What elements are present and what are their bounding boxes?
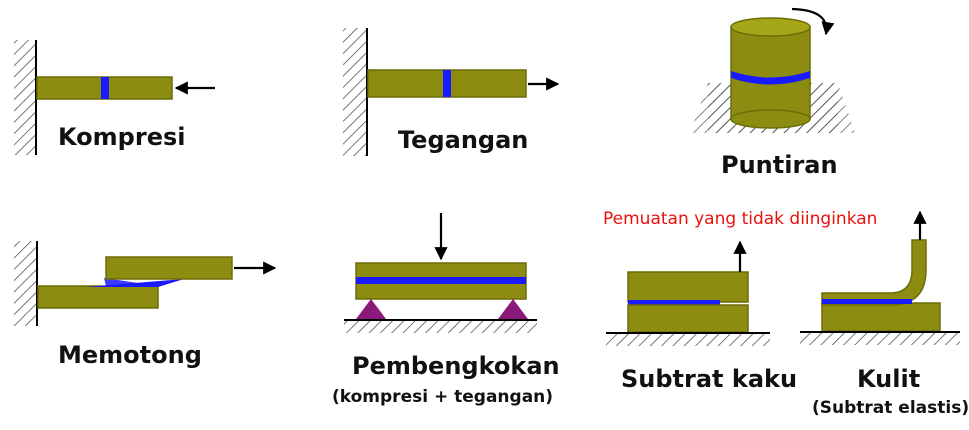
tension-adhesive <box>443 70 451 97</box>
shear-lean <box>104 278 158 286</box>
torsion-illustration <box>690 7 855 133</box>
skin-note: (Subtrat elastis) <box>812 398 969 418</box>
compression-adhesive <box>101 77 109 99</box>
hatched-wall-icon <box>343 28 368 156</box>
hatched-ground-icon <box>800 331 960 345</box>
triangle-support-icon <box>498 299 528 319</box>
rigid-adhesive <box>628 300 720 305</box>
rigid-substrate-label: Subtrat kaku <box>621 365 798 393</box>
torsion-cylinder-top <box>730 17 811 37</box>
hatched-wall-icon <box>14 40 37 155</box>
rigid-upper-block <box>627 271 749 303</box>
hatched-ground-icon <box>344 319 537 333</box>
bending-note: (kompresi + tegangan) <box>332 387 554 407</box>
triangle-support-icon <box>356 299 386 319</box>
skin-adhesive <box>822 299 912 304</box>
bending-illustration <box>344 213 537 333</box>
bending-adhesive <box>356 277 526 284</box>
shear-label: Memotong <box>58 341 202 369</box>
shear-upper-block <box>105 256 233 280</box>
skin-peeled-layer <box>821 239 927 306</box>
torsion-cylinder-body <box>730 26 811 120</box>
skin-lower-block <box>821 302 941 332</box>
torsion-cylinder-bottom <box>730 109 811 129</box>
shear-lower-block <box>37 285 159 309</box>
tension-label: Tegangan <box>398 126 529 154</box>
rigid-lower-block <box>627 304 749 333</box>
shear-illustration <box>14 241 277 326</box>
rigid-substrate-illustration <box>606 240 770 346</box>
torsion-adhesive-band <box>731 71 810 85</box>
tension-illustration <box>343 28 560 156</box>
hatched-wall-icon <box>14 241 38 326</box>
compression-label: Kompresi <box>58 123 186 151</box>
unwanted-loading-label: Pemuatan yang tidak diinginkan <box>603 209 878 229</box>
skin-label: Kulit <box>857 365 921 393</box>
bending-label: Pembengkokan <box>352 352 560 380</box>
skin-illustration <box>800 210 960 345</box>
rotation-arrow-icon <box>791 7 835 36</box>
compression-illustration <box>14 40 215 155</box>
hatched-ground-icon <box>606 332 770 346</box>
torsion-label: Puntiran <box>721 151 838 179</box>
